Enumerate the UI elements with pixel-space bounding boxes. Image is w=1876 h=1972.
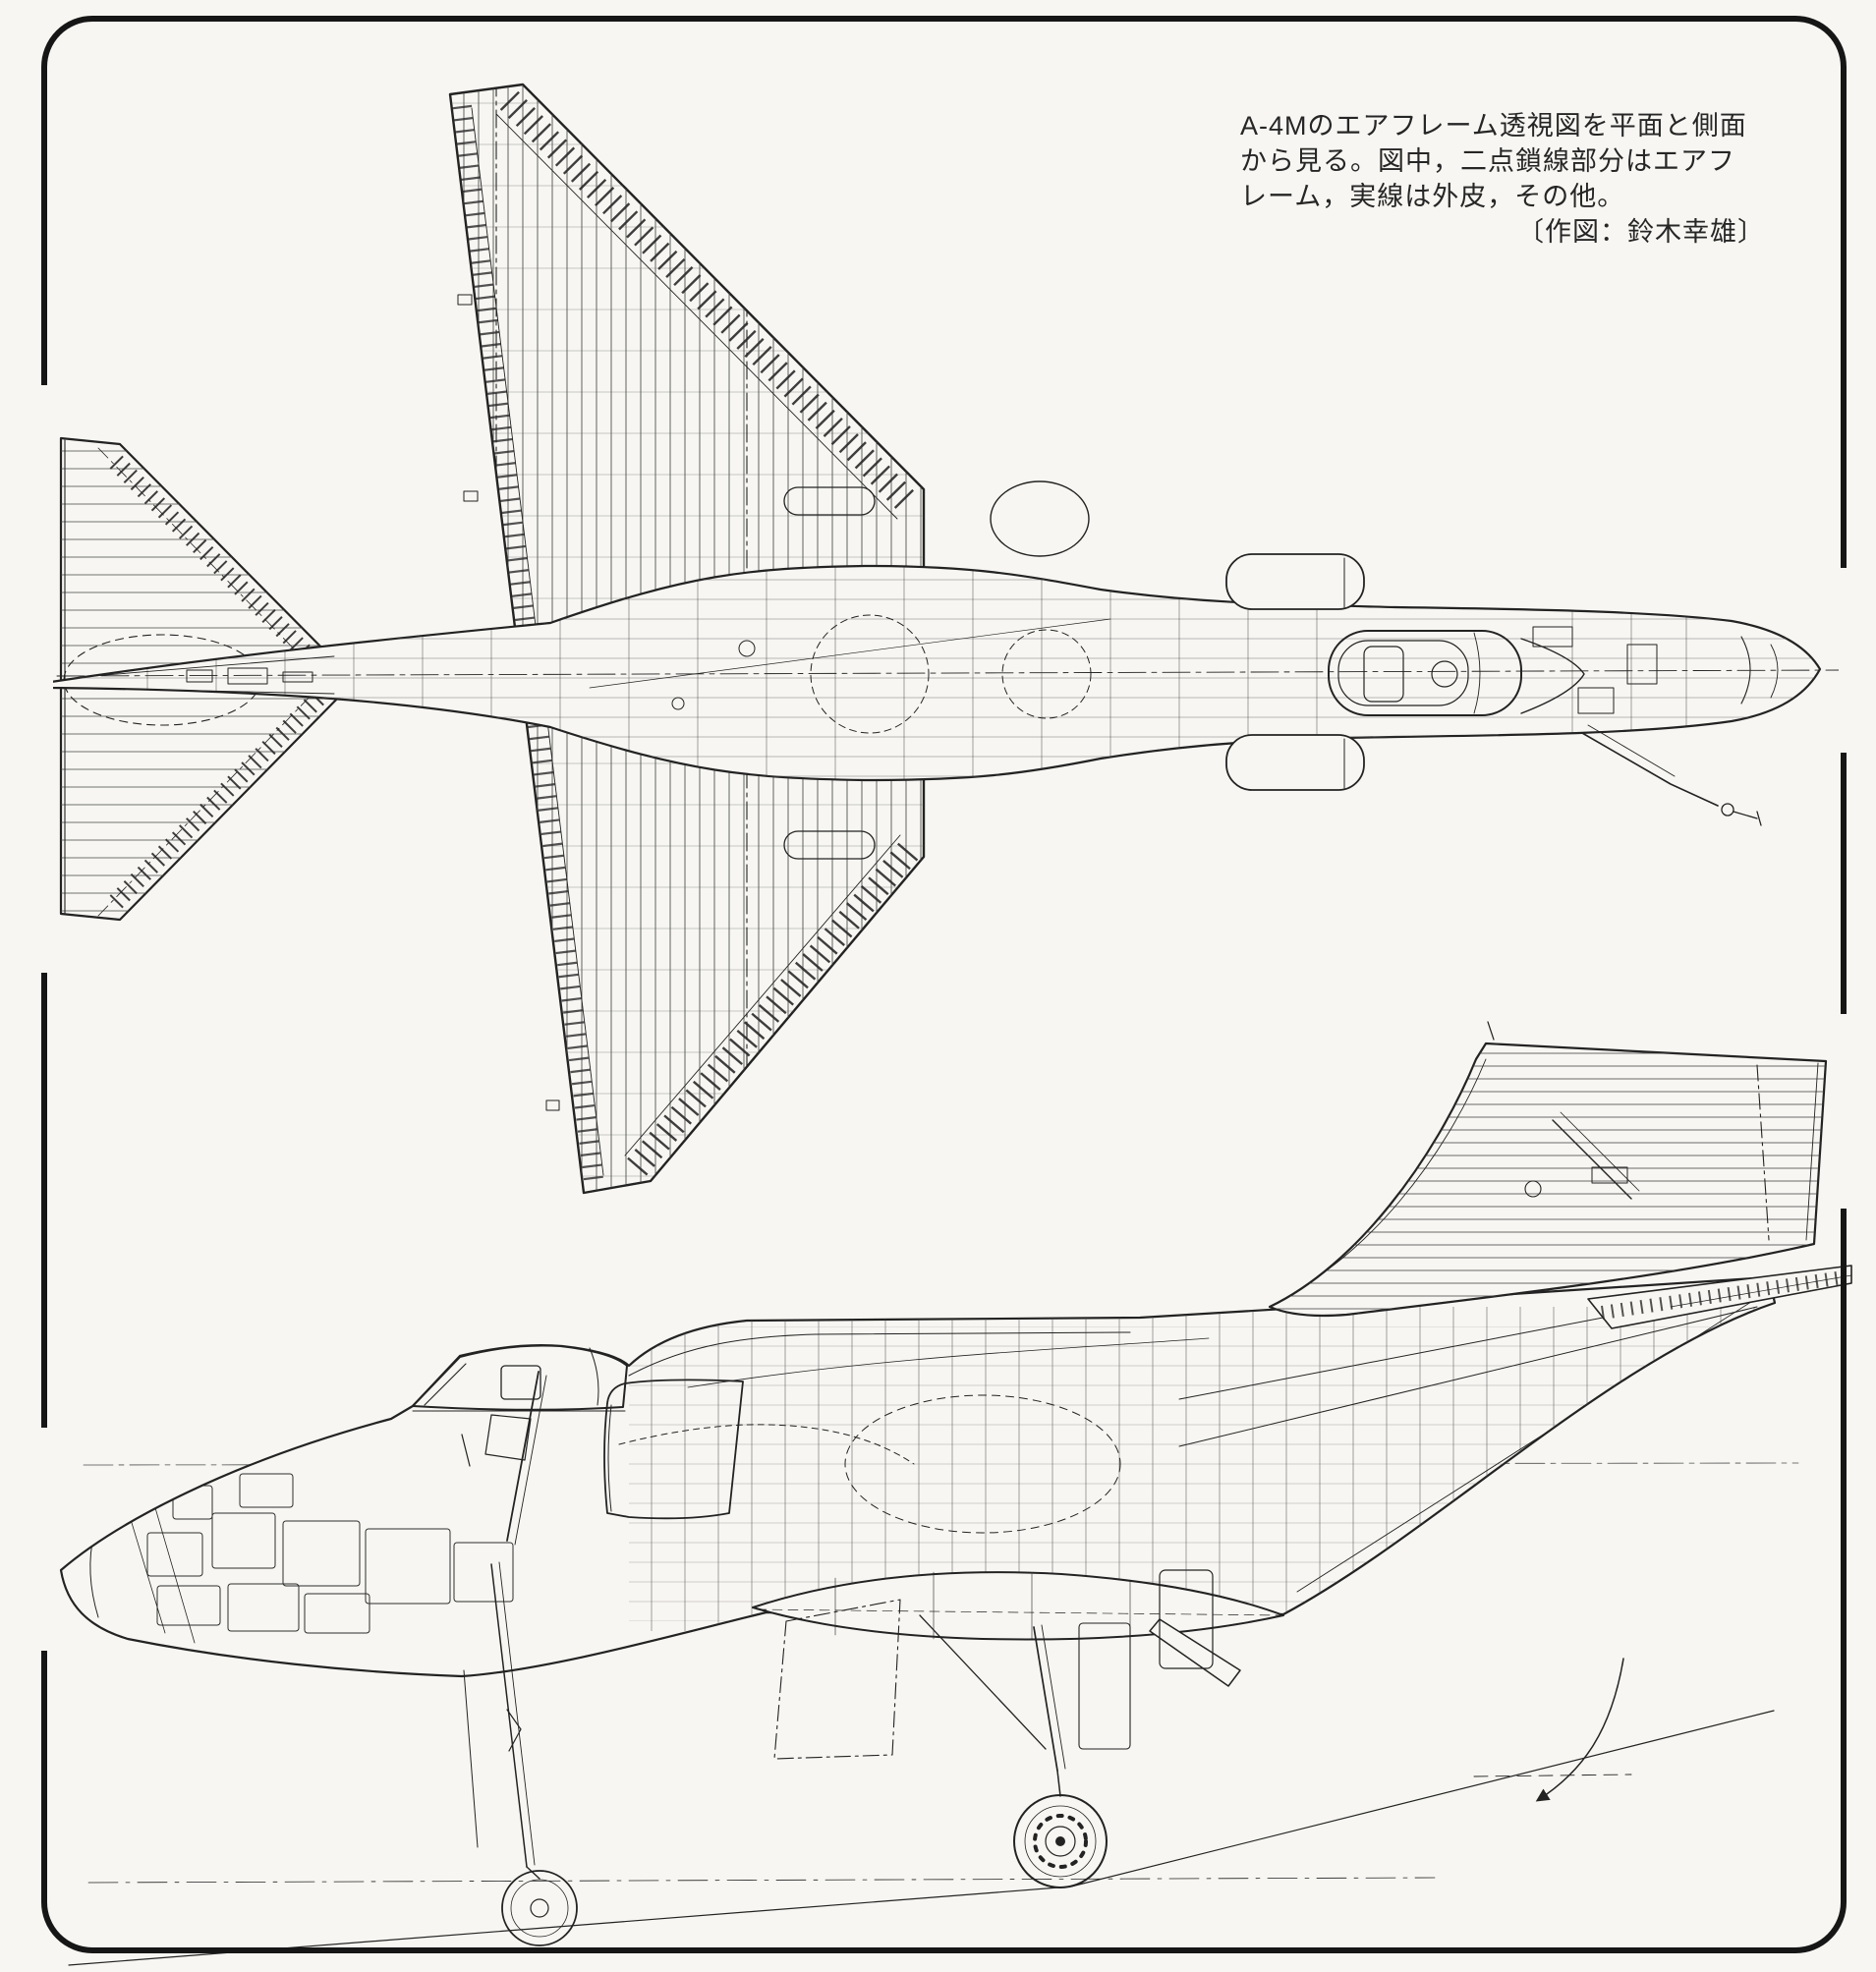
frame-gap	[37, 385, 53, 973]
page-frame	[41, 16, 1847, 1953]
plan-radome-ring	[1740, 636, 1751, 704]
slat-phantom	[773, 1599, 901, 1760]
caption-block: A-4Mのエアフレーム透視図を平面と側面 から見る。図中，二点鎖線部分はエアフ …	[1240, 108, 1771, 250]
windshield-plan	[1520, 638, 1585, 714]
plan-fuel-cell	[990, 480, 1090, 557]
gear-door	[1159, 1569, 1214, 1669]
frame-gap	[1839, 568, 1854, 753]
ejection-seat-plan	[1363, 646, 1404, 703]
flap-lowered	[1149, 1618, 1241, 1687]
plan-cockpit	[1328, 630, 1585, 716]
frame-gap	[1839, 1014, 1854, 1209]
caption-line-2: から見る。図中，二点鎖線部分はエアフ	[1240, 146, 1735, 176]
ground-reference	[68, 1658, 1775, 1966]
side-intake	[603, 1379, 915, 1520]
frame-gap	[37, 1428, 53, 1651]
side-wing	[752, 1569, 1284, 1760]
plan-intakes	[1225, 553, 1365, 791]
canopy-plan	[1328, 630, 1522, 716]
ground-line	[68, 1710, 1775, 1966]
caption-line-1: A-4Mのエアフレーム透視図を平面と側面	[1240, 111, 1747, 141]
leader-arrow	[1535, 1658, 1624, 1802]
plan-engine-phantom	[810, 614, 930, 734]
headrest	[500, 1365, 541, 1400]
side-tailplane	[1587, 1265, 1852, 1329]
level-reference-line	[87, 1877, 1436, 1884]
caption-credit: 〔作図：鈴木幸雄〕	[1517, 217, 1765, 247]
nose-gear	[463, 1561, 578, 1946]
caption-line-3: レーム，実線は外皮，その他。	[1240, 182, 1625, 211]
refuelling-probe	[1581, 724, 1762, 826]
nose-wheel	[501, 1870, 578, 1946]
side-cockpit	[412, 1344, 628, 1546]
plan-centerline	[56, 669, 1846, 677]
canopy-side	[412, 1344, 628, 1411]
engine-phantom-side	[844, 1394, 1121, 1534]
seat-pan	[484, 1414, 532, 1461]
